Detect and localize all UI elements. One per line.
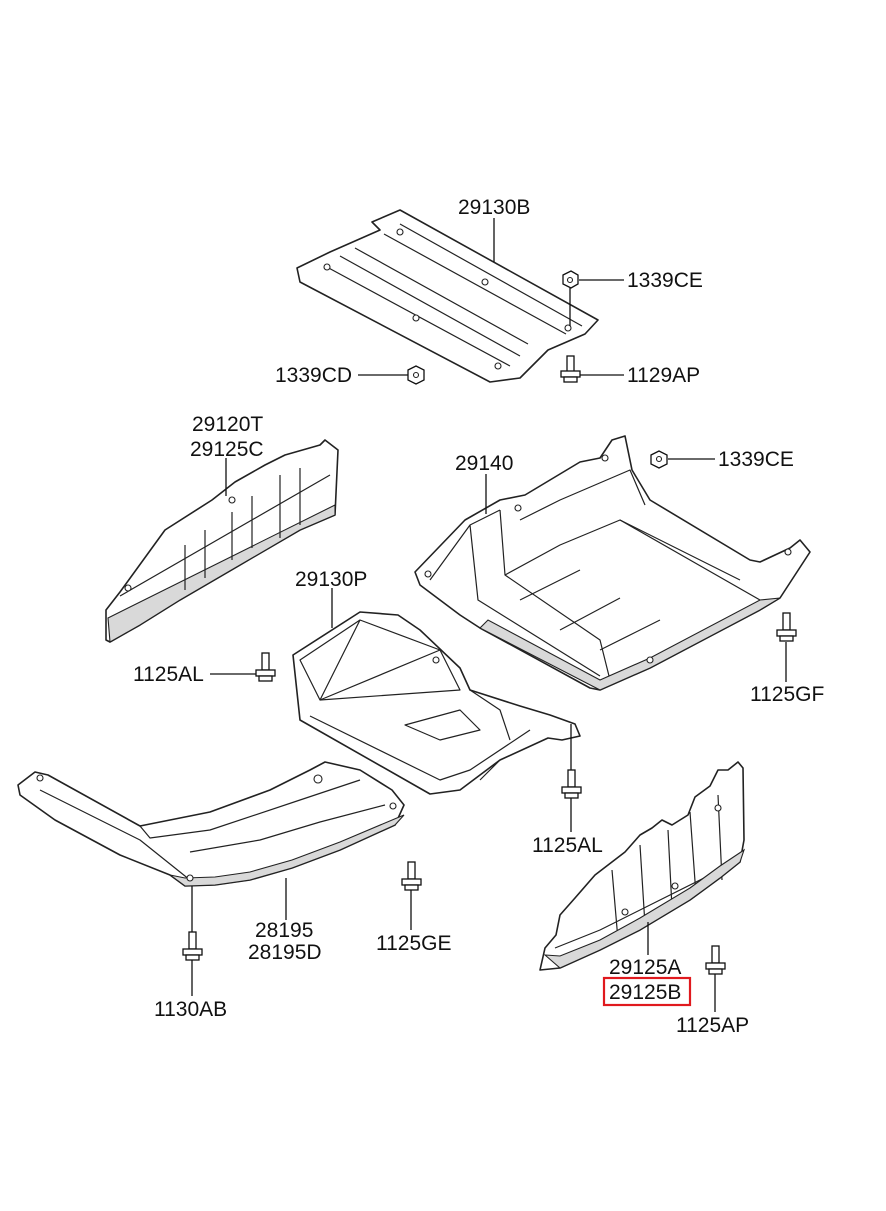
bolt-1129AP[interactable] <box>560 355 581 383</box>
label-1339CD[interactable]: 1339CD <box>275 364 352 387</box>
nut-1339CE-mid[interactable] <box>650 450 668 469</box>
label-29125A[interactable]: 29125A <box>609 956 681 979</box>
bolt-1125GE[interactable] <box>401 861 422 891</box>
label-29125B[interactable]: 29125B <box>609 981 681 1004</box>
label-28195D[interactable]: 28195D <box>248 941 322 964</box>
label-29130B[interactable]: 29130B <box>458 196 530 219</box>
nut-1339CD[interactable] <box>407 365 425 385</box>
part-29125A-cover[interactable] <box>539 761 746 971</box>
part-28195-cover[interactable] <box>17 761 405 887</box>
label-29120T[interactable]: 29120T <box>192 413 263 436</box>
bolt-1125AL-left[interactable] <box>255 652 276 682</box>
label-1125AL-left[interactable]: 1125AL <box>133 663 204 686</box>
nut-1339CE-top[interactable] <box>562 270 579 289</box>
label-29140[interactable]: 29140 <box>455 452 513 475</box>
label-1129AP[interactable]: 1129AP <box>627 364 700 387</box>
label-1339CE-top[interactable]: 1339CE <box>627 269 703 292</box>
label-1125GE[interactable]: 1125GE <box>376 932 452 955</box>
label-28195[interactable]: 28195 <box>255 919 313 942</box>
bolt-1125AP[interactable] <box>705 945 726 975</box>
bolt-1130AB[interactable] <box>182 931 203 961</box>
label-1125GF[interactable]: 1125GF <box>750 683 824 706</box>
highlight-box-29125B <box>602 976 692 1007</box>
label-1130AB[interactable]: 1130AB <box>154 998 227 1021</box>
bolt-1125GF[interactable] <box>776 612 797 642</box>
part-29120T-bracket[interactable] <box>105 439 339 643</box>
part-29130B-plate[interactable] <box>296 209 599 383</box>
part-29130P-skid[interactable] <box>292 611 581 795</box>
label-29125C[interactable]: 29125C <box>190 438 264 461</box>
label-1125AP[interactable]: 1125AP <box>676 1014 749 1037</box>
leader-lines <box>191 218 787 1012</box>
label-1125AL-mid[interactable]: 1125AL <box>532 834 603 857</box>
label-1339CE-mid[interactable]: 1339CE <box>718 448 794 471</box>
bolt-1125AL-mid[interactable] <box>561 769 582 799</box>
part-29140-tray[interactable] <box>414 435 811 691</box>
label-29130P[interactable]: 29130P <box>295 568 367 591</box>
